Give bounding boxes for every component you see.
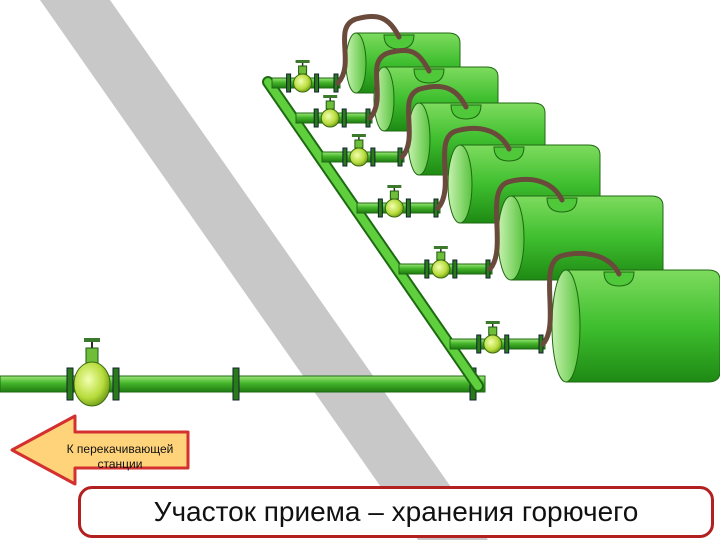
valve-body	[293, 73, 313, 93]
tank-dome	[493, 146, 525, 162]
branch-flange	[342, 147, 348, 167]
tank-body	[566, 270, 710, 382]
gate-valve-icon	[320, 95, 340, 128]
branch-flange	[286, 73, 292, 93]
branch-flange	[341, 108, 347, 128]
gate-valve-icon	[384, 185, 404, 218]
tank-end-cap	[447, 144, 473, 224]
pipe-flange	[232, 367, 240, 401]
valve-handwheel	[485, 321, 500, 324]
manifold-pipe-inner	[264, 78, 482, 390]
branch-flange	[377, 198, 383, 218]
page-title: Участок приема – хранения горючего	[153, 496, 639, 527]
arrow-left-icon	[10, 414, 190, 486]
tank-dome	[603, 271, 635, 287]
branch-flange	[370, 147, 376, 167]
branch-flange	[504, 334, 510, 354]
valve-handwheel	[295, 60, 310, 63]
valve-bonnet	[354, 139, 364, 149]
tank-end-cap	[551, 269, 581, 383]
valve-bonnet	[325, 100, 335, 110]
valve-body	[349, 147, 369, 167]
storage-tank-icon	[497, 195, 664, 281]
gate-valve-icon	[431, 246, 451, 279]
gate-valve-icon	[349, 134, 369, 167]
branch-flange	[424, 259, 430, 279]
valve-body	[483, 334, 503, 354]
grey-diagonal-band	[40, 0, 488, 540]
valve-handwheel	[387, 185, 402, 188]
hose-icon	[399, 83, 469, 160]
arrow-label: К перекачивающей станции	[50, 442, 190, 472]
main-pipe	[0, 375, 486, 393]
gate-valve-icon	[293, 60, 313, 93]
tank-dome	[450, 104, 482, 120]
valve-body	[384, 198, 404, 218]
pipe-flange	[112, 367, 120, 401]
arrow-label-line2: станции	[97, 457, 143, 471]
title-box: Участок приема – хранения горючего	[78, 486, 714, 538]
tanks-layer	[271, 13, 720, 383]
branch-flange	[313, 108, 319, 128]
valve-body	[320, 108, 340, 128]
tank-dome	[546, 197, 578, 213]
tank-end-cap	[345, 32, 367, 94]
pipe-flange	[66, 367, 74, 401]
branch-flange	[405, 198, 411, 218]
hose-icon	[435, 126, 512, 211]
valve-body	[431, 259, 451, 279]
tank-body-end	[650, 195, 664, 281]
branch-flange	[452, 259, 458, 279]
valve-handwheel	[433, 246, 448, 249]
branch-flange	[314, 73, 320, 93]
valve-handwheel	[323, 95, 338, 98]
valve-bonnet	[298, 65, 308, 75]
valve-bonnet	[436, 251, 446, 261]
hose-icon	[367, 47, 432, 121]
main-gate-valve-icon	[73, 338, 111, 407]
valve-handwheel	[351, 134, 366, 137]
hose-icon	[335, 13, 402, 86]
branch-flange	[476, 334, 482, 354]
hose-icon	[540, 251, 622, 347]
arrow-label-line1: К перекачивающей	[66, 442, 174, 456]
tank-body-end	[707, 269, 720, 383]
tank-body	[511, 196, 653, 280]
tank-end-cap	[497, 195, 525, 281]
valve-bonnet	[488, 326, 498, 336]
hose-icon	[487, 177, 565, 272]
tank-dome	[413, 68, 445, 84]
gate-valve-icon	[483, 321, 503, 354]
valve-bonnet	[389, 190, 399, 200]
storage-tank-icon	[551, 269, 720, 383]
